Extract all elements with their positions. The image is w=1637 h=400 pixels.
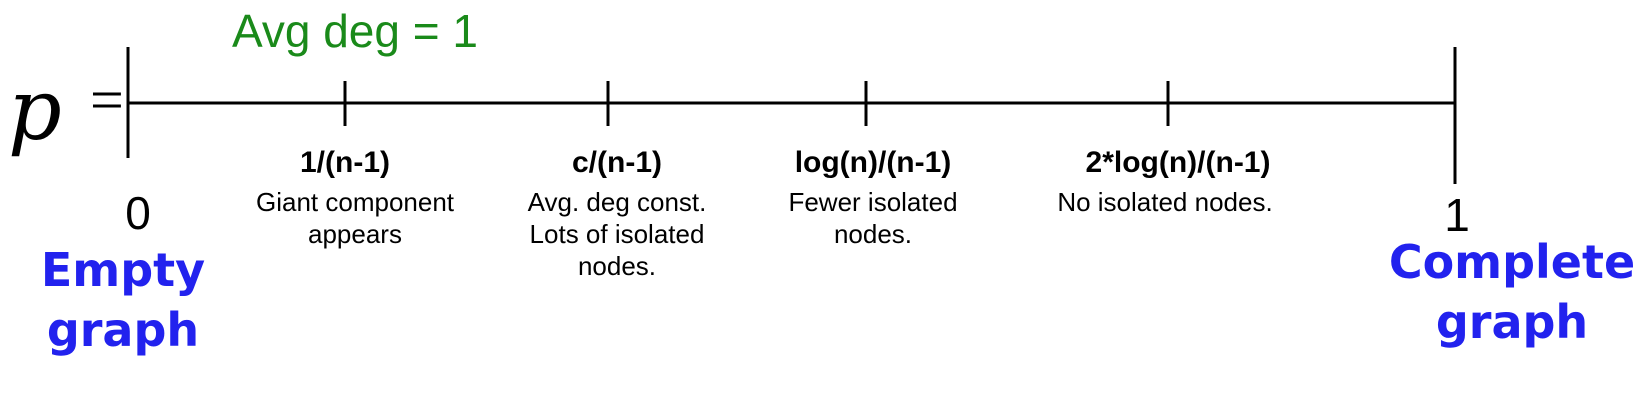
tick-description-2-line-2: Lots of isolated xyxy=(529,219,705,249)
tick-label-4: 2*log(n)/(n-1) xyxy=(1085,146,1271,179)
start-name-line-2: graph xyxy=(46,303,200,357)
start-value: 0 xyxy=(125,187,151,239)
end-name-line-2: graph xyxy=(1435,295,1589,349)
tick-description-2-line-1: Avg. deg const. xyxy=(527,187,707,217)
tick-description-2-line-3: nodes. xyxy=(577,251,657,281)
tick-description-1: Giant component appears xyxy=(256,186,454,250)
tick-description-3-line-1: Fewer isolated xyxy=(788,187,958,217)
start-name-line-1: Empty xyxy=(40,243,206,297)
tick-description-4: No isolated nodes. xyxy=(1057,186,1272,218)
equals-sign: = xyxy=(90,67,124,133)
tick-description-3-line-2: nodes. xyxy=(833,219,913,249)
tick-description-4-line-1: No isolated nodes. xyxy=(1057,187,1273,217)
tick-description-1-line-1: Giant component xyxy=(255,187,455,217)
tick-label-2: c/(n-1) xyxy=(572,146,662,179)
variable-label: p xyxy=(8,61,62,159)
end-name: Complete graph xyxy=(1389,232,1635,352)
tick-description-1-line-2: appears xyxy=(308,219,402,249)
start-name: Empty graph xyxy=(41,240,205,360)
tick-label-3: log(n)/(n-1) xyxy=(794,146,952,179)
end-value: 1 xyxy=(1444,189,1470,241)
avg-degree-annotation: Avg deg = 1 xyxy=(232,5,478,57)
tick-label-1: 1/(n-1) xyxy=(300,146,390,179)
end-name-line-1: Complete xyxy=(1388,235,1636,289)
tick-description-3: Fewer isolated nodes. xyxy=(788,186,957,250)
tick-description-2: Avg. deg const. Lots of isolated nodes. xyxy=(528,186,707,282)
